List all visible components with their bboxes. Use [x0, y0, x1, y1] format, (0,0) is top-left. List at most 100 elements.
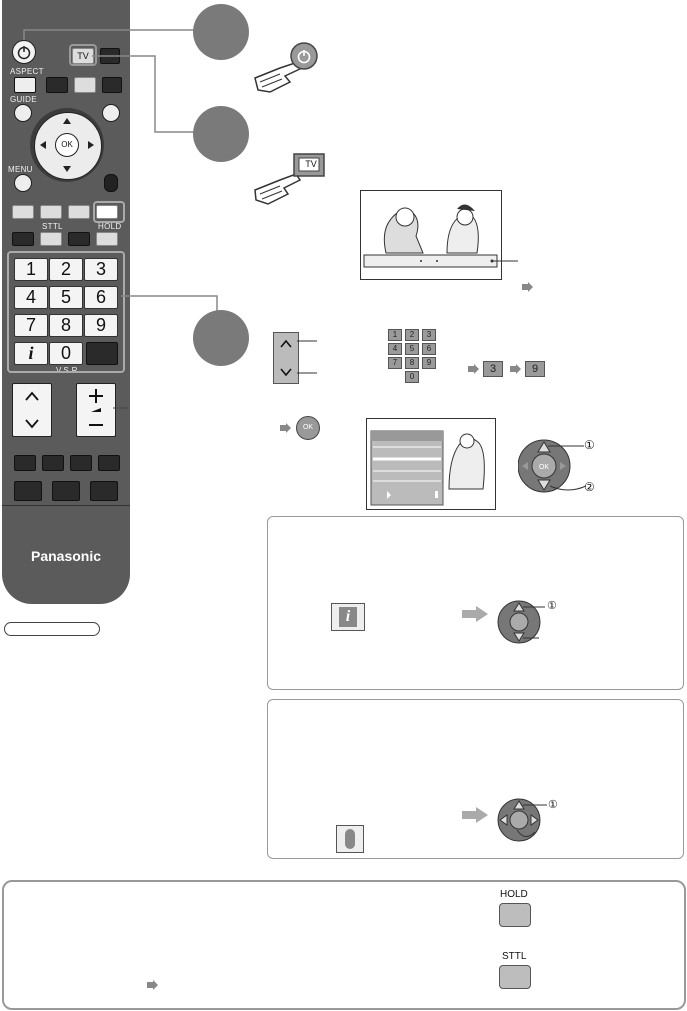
channel-list-illustration — [370, 430, 485, 506]
sttl-label: STTL — [502, 951, 527, 962]
info-box — [267, 516, 684, 690]
remote-button[interactable] — [102, 77, 122, 93]
green-button[interactable] — [40, 205, 62, 219]
ok-button[interactable]: OK — [55, 133, 79, 157]
guide-label: GUIDE — [10, 95, 37, 104]
power-button[interactable] — [12, 40, 36, 64]
info-key-label: i — [339, 607, 357, 627]
index-button[interactable] — [68, 232, 90, 246]
guide-button[interactable] — [14, 104, 32, 122]
number-key[interactable]: 9 — [84, 314, 118, 337]
remote-button[interactable] — [90, 481, 118, 501]
mini-key: 2 — [405, 329, 419, 341]
channel-rocker[interactable] — [12, 383, 52, 437]
colour-key-box — [267, 699, 684, 859]
presenters-illustration — [363, 204, 498, 268]
power-icon — [17, 46, 31, 60]
number-key[interactable]: 0 — [49, 342, 83, 365]
step-2-badge — [193, 106, 249, 162]
remote-button[interactable] — [74, 77, 96, 93]
number-key[interactable]: 6 — [84, 286, 118, 309]
blue-highlight — [93, 201, 125, 223]
mini-key: 3 — [422, 329, 436, 341]
remote-button[interactable] — [14, 481, 42, 501]
circled-1-label: ① — [547, 600, 557, 612]
exit-button[interactable] — [102, 104, 120, 122]
number-key[interactable]: 5 — [49, 286, 83, 309]
number-key[interactable]: 1 — [14, 258, 48, 281]
arrow-icon — [280, 423, 291, 433]
remote-button[interactable] — [14, 455, 36, 471]
svg-text:OK: OK — [539, 464, 549, 471]
number-key[interactable]: 3 — [84, 258, 118, 281]
return-button[interactable] — [104, 174, 118, 192]
info-bar-pointer — [492, 260, 518, 262]
channel-list-screen — [366, 418, 496, 510]
hold-key-graphic — [499, 903, 531, 927]
remote-button[interactable] — [52, 481, 80, 501]
ok-key-graphic: OK — [296, 416, 320, 440]
mini-key: 4 — [388, 343, 402, 355]
step-3-badge — [193, 310, 249, 366]
menu-button[interactable] — [14, 174, 32, 192]
channel-arrows-icon — [280, 339, 292, 377]
gray-arrow-icon — [462, 606, 488, 622]
numpad-highlight — [7, 251, 125, 373]
number-key[interactable]: 4 — [14, 286, 48, 309]
hold-label: HOLD — [98, 222, 122, 231]
tv-key-label: TV — [305, 159, 317, 169]
circled-1-label: ① — [548, 799, 558, 811]
info-key-graphic: i — [331, 603, 365, 631]
dpad-arrows — [40, 118, 94, 172]
digit-3-key: 3 — [483, 361, 503, 377]
number-key[interactable]: 2 — [49, 258, 83, 281]
remote-control: TV ASPECT GUIDE OK MENU STTL HOLD 1 2 3 … — [2, 0, 130, 604]
circled-2-label: ② — [584, 480, 595, 494]
number-key[interactable]: 7 — [14, 314, 48, 337]
remote-divider — [2, 505, 130, 506]
channel-arrows-icon — [25, 391, 39, 429]
bottom-box — [2, 880, 686, 1010]
remote-button[interactable] — [98, 455, 120, 471]
text-button[interactable] — [12, 232, 34, 246]
number-key[interactable]: 8 — [49, 314, 83, 337]
yellow-button[interactable] — [68, 205, 90, 219]
sttl-label: STTL — [42, 222, 63, 231]
mini-key: 8 — [405, 357, 419, 369]
digit-9-key: 9 — [525, 361, 545, 377]
sttl-button[interactable] — [40, 232, 62, 246]
brand-logo: Panasonic — [30, 548, 102, 564]
blue-button[interactable] — [96, 205, 118, 219]
remote-button[interactable] — [42, 455, 64, 471]
red-button[interactable] — [12, 205, 34, 219]
last-view-button[interactable] — [86, 342, 118, 365]
vsr-label: V.S.R — [56, 366, 78, 375]
colour-key-graphic — [336, 825, 364, 853]
info-ok-dial-illustration — [497, 600, 545, 644]
hold-button[interactable] — [96, 232, 118, 246]
arrow-icon — [147, 980, 158, 990]
remote-button[interactable] — [46, 77, 68, 93]
gray-arrow-icon — [462, 807, 488, 823]
circled-1-label: ① — [584, 438, 595, 452]
info-button[interactable]: i — [14, 342, 48, 365]
step-1-badge — [193, 4, 249, 60]
aspect-label: ASPECT — [10, 67, 44, 76]
tv-highlight — [69, 44, 97, 66]
arrow-icon — [522, 282, 533, 292]
volume-plus-minus-icon — [89, 389, 103, 426]
arrow-icon — [510, 364, 521, 374]
volume-rocker[interactable] — [76, 383, 116, 437]
hand-press-tv-icon — [254, 153, 325, 205]
aspect-button[interactable] — [14, 77, 36, 93]
channel-up-down-graphic — [273, 332, 299, 384]
menu-label: MENU — [8, 165, 33, 174]
ok-dial-illustration: OK — [518, 439, 587, 493]
hand-press-power-icon — [254, 42, 318, 93]
mini-key: 5 — [405, 343, 419, 355]
mini-key: 0 — [405, 371, 419, 383]
sttl-key-graphic — [499, 965, 531, 989]
arrow-icon — [468, 364, 479, 374]
remote-button[interactable] — [70, 455, 92, 471]
